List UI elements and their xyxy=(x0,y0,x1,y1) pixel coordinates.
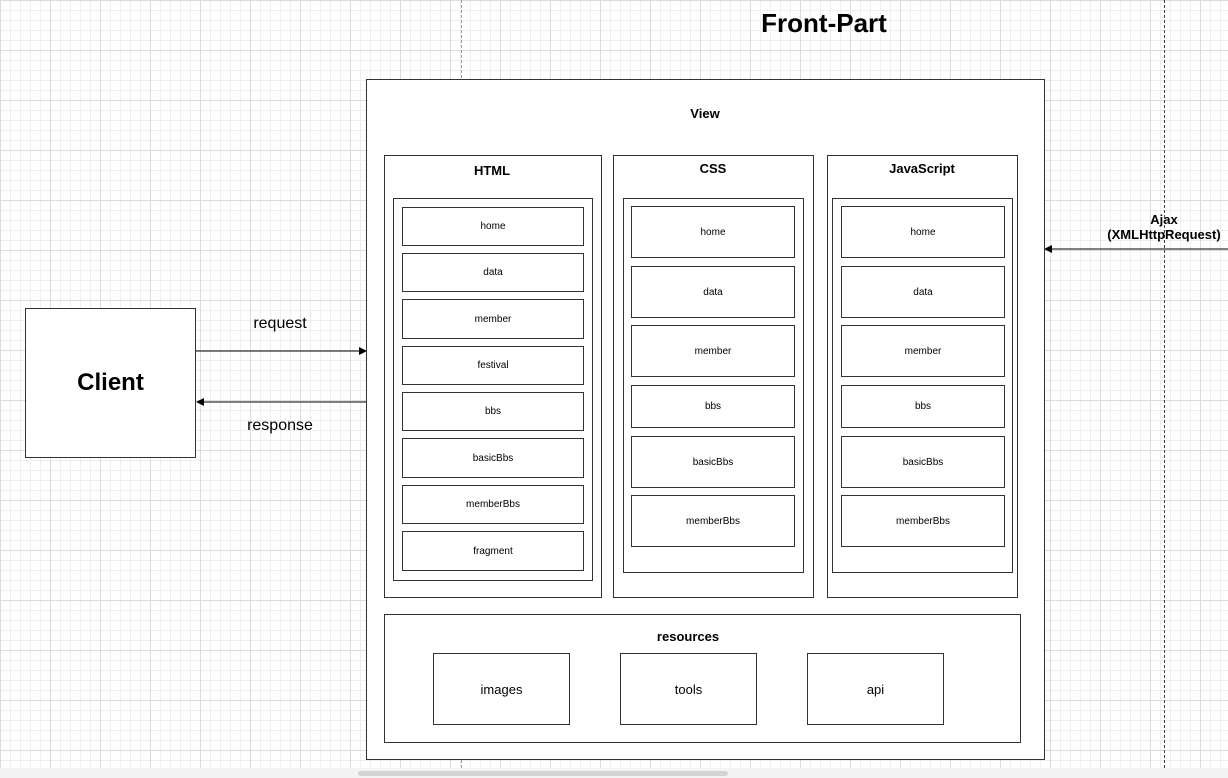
javascript-item-memberbbs[interactable]: memberBbs xyxy=(841,495,1005,547)
horizontal-scrollbar-thumb[interactable] xyxy=(358,771,728,776)
html-item-data[interactable]: data xyxy=(402,253,584,292)
css-column-title: CSS xyxy=(699,161,727,176)
html-item-festival[interactable]: festival xyxy=(402,346,584,385)
javascript-item-basicbbs[interactable]: basicBbs xyxy=(841,436,1005,488)
view-label: View xyxy=(690,106,720,121)
resources-item-images[interactable]: images xyxy=(433,653,570,725)
html-column-title: HTML xyxy=(473,163,511,178)
html-item-basicbbs[interactable]: basicBbs xyxy=(402,438,584,478)
guide-line-right xyxy=(1164,0,1165,768)
resources-item-api[interactable]: api xyxy=(807,653,944,725)
css-item-data[interactable]: data xyxy=(631,266,795,318)
ajax-label: Ajax (XMLHttpRequest) xyxy=(1104,212,1224,242)
css-item-basicbbs[interactable]: basicBbs xyxy=(631,436,795,488)
client-box[interactable]: Client xyxy=(25,308,196,458)
javascript-column-title: JavaScript xyxy=(889,161,955,176)
css-item-memberbbs[interactable]: memberBbs xyxy=(631,495,795,547)
client-label: Client xyxy=(77,369,144,396)
javascript-item-home[interactable]: home xyxy=(841,206,1005,258)
request-label: request xyxy=(253,315,307,332)
diagram-title: Front-Part xyxy=(761,8,887,38)
javascript-item-bbs[interactable]: bbs xyxy=(841,385,1005,428)
resources-title: resources xyxy=(656,629,720,644)
ajax-label-line2: (XMLHttpRequest) xyxy=(1107,227,1221,242)
resources-item-tools[interactable]: tools xyxy=(620,653,757,725)
javascript-item-member[interactable]: member xyxy=(841,325,1005,377)
css-item-member[interactable]: member xyxy=(631,325,795,377)
ajax-label-line1: Ajax xyxy=(1150,212,1178,227)
css-item-home[interactable]: home xyxy=(631,206,795,258)
html-item-member[interactable]: member xyxy=(402,299,584,339)
javascript-item-data[interactable]: data xyxy=(841,266,1005,318)
html-item-home[interactable]: home xyxy=(402,207,584,246)
html-item-memberbbs[interactable]: memberBbs xyxy=(402,485,584,524)
html-item-bbs[interactable]: bbs xyxy=(402,392,584,431)
html-item-fragment[interactable]: fragment xyxy=(402,531,584,571)
response-label: response xyxy=(247,417,313,434)
css-item-bbs[interactable]: bbs xyxy=(631,385,795,428)
